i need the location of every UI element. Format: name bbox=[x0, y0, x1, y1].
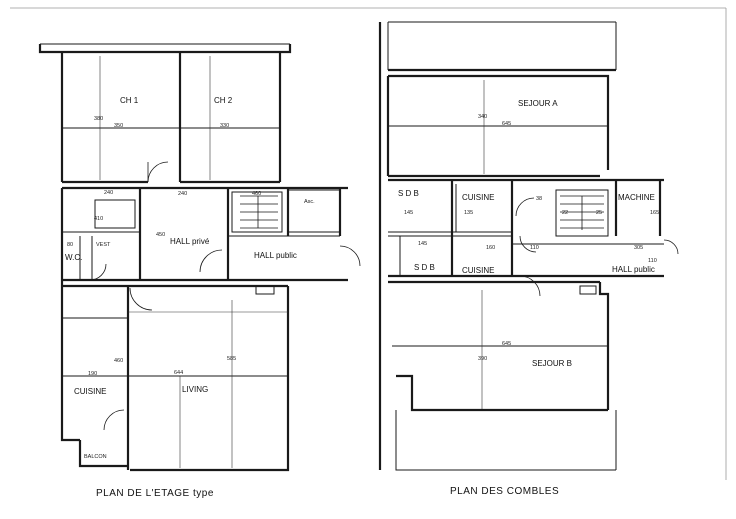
dim-stair-c: 25 bbox=[596, 210, 602, 216]
dim-hall-width: 240 bbox=[178, 191, 187, 197]
dim-sejour-a-width: 645 bbox=[502, 121, 511, 127]
dim-cuisine-width: 190 bbox=[88, 371, 97, 377]
dim-hall-width: 110 bbox=[530, 245, 539, 251]
room-label-living: LIVING bbox=[182, 385, 208, 394]
dim-hall-height: 450 bbox=[156, 232, 165, 238]
dim-ch1-width: 350 bbox=[114, 123, 123, 129]
dim-sejour-b-width: 645 bbox=[502, 341, 511, 347]
room-label-sdb-bottom: S D B bbox=[414, 263, 435, 272]
dim-ch2-width: 330 bbox=[220, 123, 229, 129]
dim-sejour-b-height: 390 bbox=[478, 356, 487, 362]
room-label-hall-public-right: HALL public bbox=[612, 265, 655, 274]
room-label-sdb-top: S D B bbox=[398, 189, 419, 198]
dim-sejour-a-height: 340 bbox=[478, 114, 487, 120]
room-label-ch1: CH 1 bbox=[120, 96, 139, 105]
dim-machine-height: 165 bbox=[650, 210, 659, 216]
room-label-machine: MACHINE bbox=[618, 193, 655, 202]
dim-hall-right: 305 bbox=[634, 245, 643, 251]
dim-sdb-width: 145 bbox=[418, 241, 427, 247]
dim-hall-height: 110 bbox=[648, 258, 657, 264]
caption-right-plan: PLAN DES COMBLES bbox=[450, 486, 559, 497]
room-label-wc: W.C. bbox=[65, 253, 82, 262]
room-label-cuisine-top: CUISINE bbox=[462, 193, 494, 202]
dim-ch1-height: 380 bbox=[94, 116, 103, 122]
dim-cuisine-height: 135 bbox=[464, 210, 473, 216]
dim-small-height: 410 bbox=[94, 216, 103, 222]
dim-wc-width: 80 bbox=[67, 242, 73, 248]
room-label-ch2: CH 2 bbox=[214, 96, 233, 105]
dim-kitchen-width: 160 bbox=[486, 245, 495, 251]
dim-bath-width: 240 bbox=[104, 190, 113, 196]
dim-sdb-height: 145 bbox=[404, 210, 413, 216]
dim-cuisine-height: 460 bbox=[114, 358, 123, 364]
room-label-vest: VEST bbox=[96, 242, 111, 248]
dim-stair-a: 38 bbox=[536, 196, 542, 202]
dim-living-height: 585 bbox=[227, 356, 236, 362]
left-floor-plan bbox=[38, 43, 361, 472]
caption-left-plan: PLAN DE L'ETAGE type bbox=[96, 488, 214, 499]
room-label-hall-prive: HALL privé bbox=[170, 237, 210, 246]
room-label-sejour-b: SEJOUR B bbox=[532, 359, 572, 368]
room-label-hall-public: HALL public bbox=[254, 251, 297, 260]
room-label-asc: Asc. bbox=[304, 199, 315, 205]
room-label-cuisine-bottom: CUISINE bbox=[462, 266, 494, 275]
room-label-sejour-a: SEJOUR A bbox=[518, 99, 558, 108]
room-label-cuisine: CUISINE bbox=[74, 387, 106, 396]
stair-left bbox=[231, 191, 283, 233]
room-label-balcon: BALCON bbox=[84, 454, 107, 460]
dim-stair-b: 22 bbox=[562, 210, 568, 216]
dim-stair-width: 460 bbox=[252, 191, 261, 197]
dim-living-width: 644 bbox=[174, 370, 183, 376]
stair-right bbox=[560, 195, 604, 230]
right-floor-plan bbox=[378, 21, 679, 471]
